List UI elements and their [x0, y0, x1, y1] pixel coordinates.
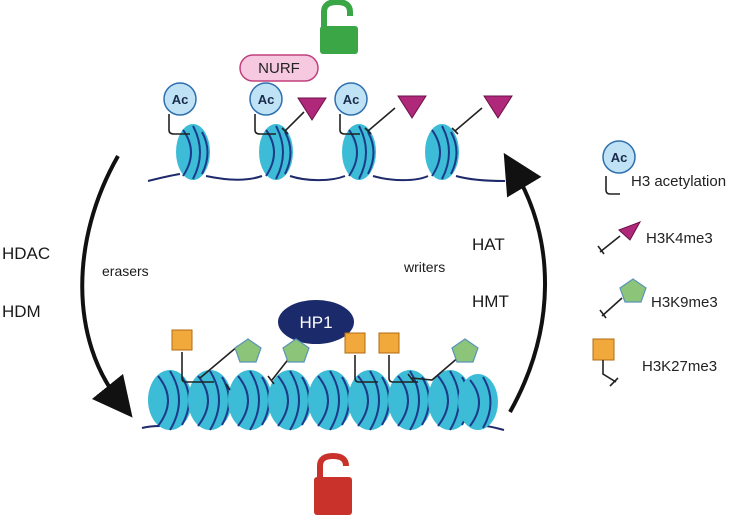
legend-label-h3k27me3: H3K27me3 [642, 358, 717, 375]
svg-text:Ac: Ac [258, 92, 275, 107]
writers-label: writers [403, 259, 445, 275]
locked-padlock-icon [314, 452, 352, 515]
hmt-label: HMT [472, 292, 509, 311]
hp1-protein: HP1 [278, 300, 354, 344]
top-nucleosomes [176, 124, 459, 180]
legend-item-h3k4me3: H3K4me3 [597, 221, 713, 255]
svg-text:Ac: Ac [343, 92, 360, 107]
bottom-h3k9me3-marks [234, 338, 479, 363]
hp1-label: HP1 [299, 313, 332, 332]
nurf-complex: NURF [239, 54, 319, 82]
hat-label: HAT [472, 235, 505, 254]
legend-item-h3k27me3: H3K27me3 [592, 338, 717, 387]
erasers-label: erasers [102, 263, 149, 279]
legend-label-h3k4me3: H3K4me3 [646, 230, 713, 247]
svg-text:Ac: Ac [611, 150, 628, 165]
legend-label-acetylation: H3 acetylation [631, 173, 726, 190]
top-h3k4me3-marks [281, 95, 513, 135]
legend-item-acetylation: Ac H3 acetylation [602, 140, 726, 195]
bottom-h3k27me3-marks [171, 329, 400, 354]
bottom-histone-tails [181, 345, 461, 391]
nurf-label: NURF [258, 60, 300, 77]
top-acetylation-marks: Ac Ac Ac [163, 82, 368, 135]
top-dna-strand [147, 173, 506, 182]
legend-item-h3k9me3: H3K9me3 [599, 278, 718, 319]
hdac-label: HDAC [2, 244, 50, 263]
unlocked-padlock-icon [320, 0, 358, 54]
writer-arrow [503, 152, 547, 413]
eraser-arrow [80, 155, 133, 418]
hdm-label: HDM [2, 302, 41, 321]
bottom-nucleosomes [148, 370, 498, 431]
legend: Ac H3 acetylation H3K4me3 H3K9me3 H3K27m… [592, 140, 726, 387]
svg-text:Ac: Ac [172, 92, 189, 107]
legend-label-h3k9me3: H3K9me3 [651, 294, 718, 311]
